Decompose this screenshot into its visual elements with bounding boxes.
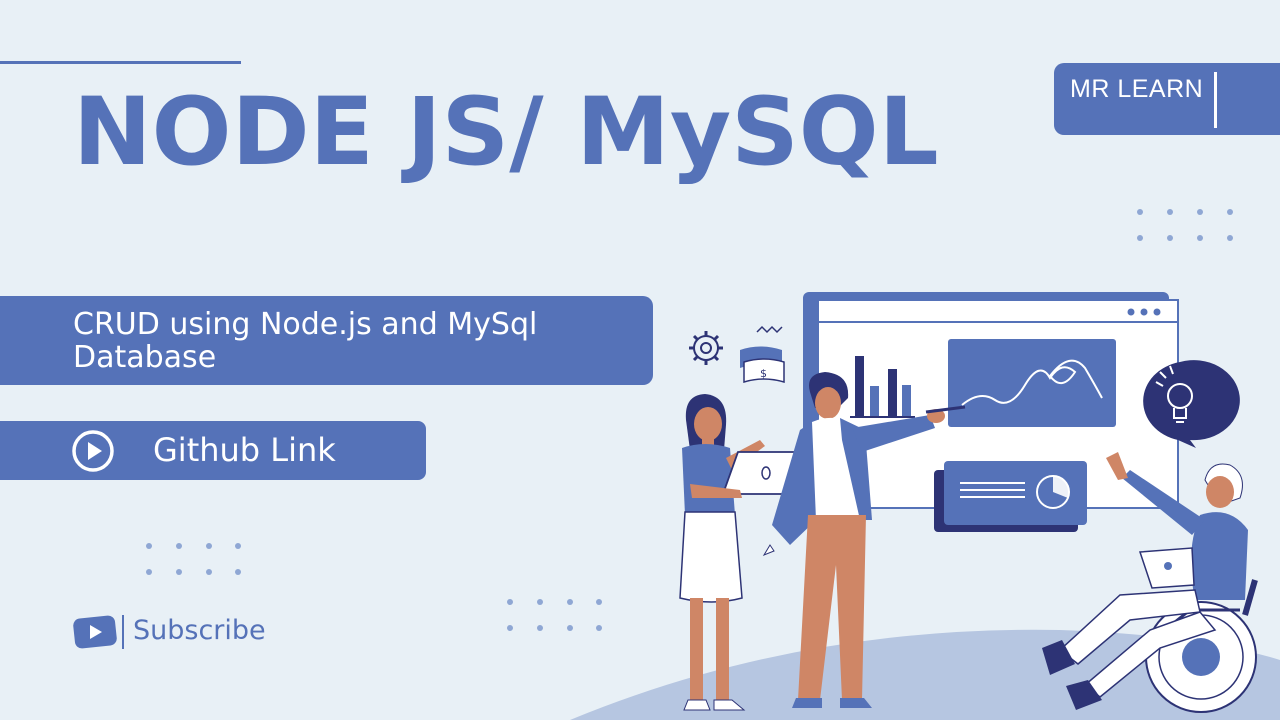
github-link-label: Github Link [153,431,336,469]
team-presentation-illustration: $ [570,292,1280,720]
money-icon: $ [740,346,785,384]
lightbulb-icon [1143,360,1240,448]
wheelchair-figure [1042,452,1258,713]
subtitle-banner: CRUD using Node.js and MySql Database [0,296,653,385]
page-title: NODE JS/ MySQL [73,78,939,187]
subtitle-text: CRUD using Node.js and MySql Database [73,307,538,375]
ground-shape [570,629,1280,720]
brand-badge: MR LEARN [1054,63,1280,135]
subscribe-divider [122,615,124,649]
youtube-icon [73,615,117,649]
woman-figure [679,394,807,711]
brand-cursor-bar [1214,72,1217,128]
gear-icon [689,331,723,365]
subscribe-label: Subscribe [133,615,266,646]
svg-text:$: $ [760,367,767,380]
zigzag-decoration [756,325,783,334]
top-divider-line [0,61,241,64]
play-icon [72,430,114,472]
bar-chart-graphic [850,356,915,418]
brand-label: MR LEARN [1070,75,1204,103]
github-link-button[interactable]: Github Link [0,421,426,480]
presenter-figure [762,372,966,708]
subscribe-link[interactable]: Subscribe [73,612,283,652]
report-card [934,461,1087,532]
line-graph-panel [948,339,1116,427]
